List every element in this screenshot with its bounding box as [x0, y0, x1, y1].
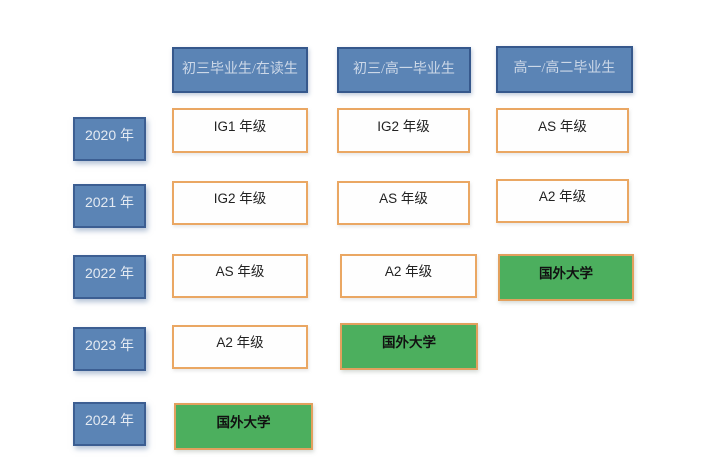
year-box-2023: 2023 年: [73, 327, 146, 371]
column-header-senior1-senior2-grads: 高一/高二毕业生: [496, 46, 633, 93]
column-header-junior3-senior1-grads: 初三/高一毕业生: [337, 47, 471, 93]
year-box-2021: 2021 年: [73, 184, 146, 228]
grade-cell-2020-col3: AS 年级: [496, 108, 629, 153]
grade-cell-2021-col1: IG2 年级: [172, 181, 308, 225]
grade-cell-2020-col2: IG2 年级: [337, 108, 470, 153]
grade-cell-2022-col1: AS 年级: [172, 254, 308, 298]
column-header-junior3-grads: 初三毕业生/在读生: [172, 47, 308, 93]
year-box-2022: 2022 年: [73, 255, 146, 299]
university-box-2024-col1: 国外大学: [174, 403, 313, 450]
university-box-2022-col3: 国外大学: [498, 254, 634, 301]
grade-cell-2022-col2: A2 年级: [340, 254, 477, 298]
grade-cell-2021-col2: AS 年级: [337, 181, 470, 225]
year-box-2024: 2024 年: [73, 402, 146, 446]
grade-cell-2020-col1: IG1 年级: [172, 108, 308, 153]
grade-cell-2021-col3: A2 年级: [496, 179, 629, 223]
year-box-2020: 2020 年: [73, 117, 146, 161]
university-box-2023-col2: 国外大学: [340, 323, 478, 370]
grade-cell-2023-col1: A2 年级: [172, 325, 308, 369]
